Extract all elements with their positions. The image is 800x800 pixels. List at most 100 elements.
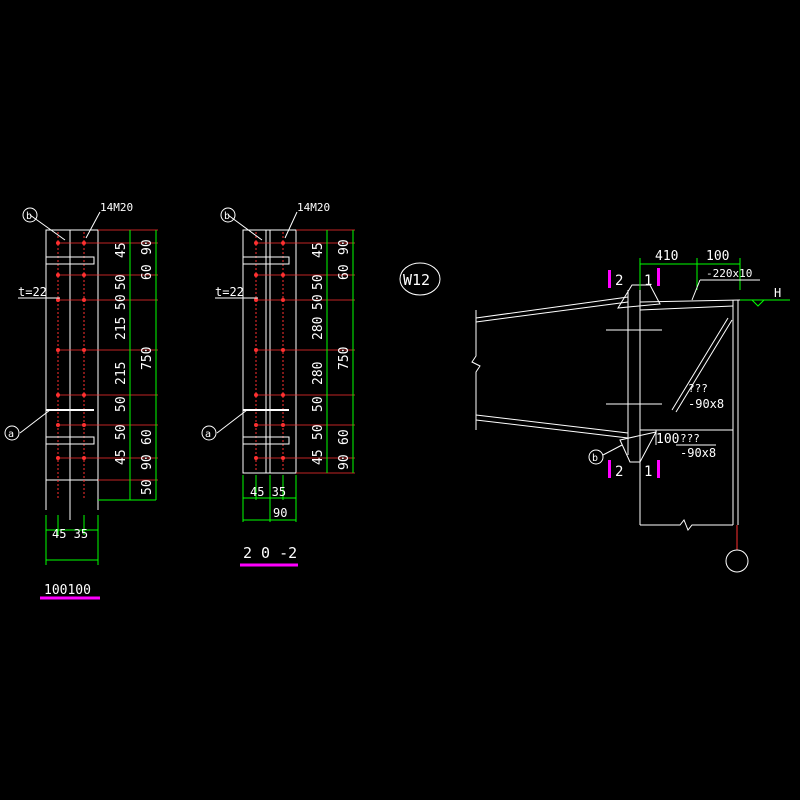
dim-inner-1: 50 xyxy=(114,274,129,290)
dim-outer-1: 60 xyxy=(337,264,352,280)
stiffener-spec: -90x8 xyxy=(688,397,724,411)
plate-bottom-weld xyxy=(619,431,657,463)
leader-b xyxy=(227,214,263,241)
bolt-group xyxy=(56,241,86,460)
inner-dims: 45 50 50 280 280 50 50 45 xyxy=(311,242,326,465)
section-label-2-top: 2 xyxy=(615,273,623,289)
dimension-lines xyxy=(45,230,157,565)
dim-inner-2: 50 xyxy=(114,294,129,310)
plate-thickness: t=22 xyxy=(215,285,244,299)
dim-inner-2: 50 xyxy=(311,294,326,310)
plate-top-weld xyxy=(617,284,661,309)
dim-inner-6: 50 xyxy=(311,424,326,440)
column-top-line-2 xyxy=(639,305,734,311)
callout-b-leader xyxy=(602,444,623,456)
section-mark-2-top xyxy=(608,270,611,288)
outer-dims: 90 60 750 60 90 50 xyxy=(140,239,155,495)
leader-b xyxy=(29,214,66,241)
flange-bottom xyxy=(242,436,290,445)
callout-b-label: b xyxy=(592,453,598,464)
axis-bubble xyxy=(725,549,749,573)
view-title: 2 0 -2 xyxy=(243,544,297,562)
inner-dims: 45 50 50 215 215 50 50 45 xyxy=(114,242,129,465)
section-label-1-bottom: 1 xyxy=(644,464,652,480)
callout-a-label: a xyxy=(8,429,14,440)
flange-bottom xyxy=(45,436,95,445)
end-plate-outline xyxy=(45,229,99,481)
stiffener-spec-2: -90x8 xyxy=(680,446,716,460)
plate-thickness: t=22 xyxy=(18,285,47,299)
dimension-lines xyxy=(242,230,354,522)
dim-inner-4: 280 xyxy=(311,362,326,385)
tag-ellipse xyxy=(399,262,441,296)
flange-top xyxy=(242,256,290,265)
section-markers xyxy=(608,268,660,478)
beam-bottom-flange-outer xyxy=(475,419,629,439)
beam-top-flange-inner xyxy=(475,301,629,323)
dim-outer-1: 60 xyxy=(140,264,155,280)
callout-b-circle xyxy=(220,207,236,223)
dim-inner-0: 45 xyxy=(311,242,326,258)
plate-top-spec: -220x10 xyxy=(706,267,752,280)
dim-outer-2: 750 xyxy=(337,347,352,370)
view-2-2: b a 14M20 t=22 45 50 50 280 280 50 50 45… xyxy=(201,201,355,567)
callout-b-circle xyxy=(588,449,604,465)
dim-inner-5: 50 xyxy=(114,396,129,412)
dim-bottom-2: 90 xyxy=(273,506,287,520)
dim-outer-2: 750 xyxy=(140,347,155,370)
flange-top xyxy=(45,256,95,265)
dim-top-left: 410 xyxy=(655,249,678,264)
leader-bolt xyxy=(85,211,101,239)
dim-top-right: 100 xyxy=(706,249,729,264)
stiffener-q2: ??? xyxy=(680,432,700,445)
view-title: 100100 xyxy=(44,583,91,598)
top-dimension-lines xyxy=(639,258,741,290)
dim-outer-0: 90 xyxy=(337,239,352,255)
diagonal-stiffener xyxy=(671,317,729,411)
beam-top-flange-outer xyxy=(475,296,629,319)
bolt-spec: 14M20 xyxy=(297,201,330,214)
section-label-1-top: 1 xyxy=(644,273,652,289)
callout-a-circle xyxy=(201,425,217,441)
dim-bottom: 45 35 xyxy=(250,485,286,499)
callout-b-circle xyxy=(22,207,38,223)
dim-inner-3: 280 xyxy=(311,317,326,340)
leader-bolt xyxy=(284,211,298,239)
stiffener-q: ??? xyxy=(688,382,708,395)
tag-label: W12 xyxy=(403,271,430,289)
dim-inner-4: 215 xyxy=(114,362,129,385)
dim-inner-0: 45 xyxy=(114,242,129,258)
callout-b-label: b xyxy=(26,211,32,222)
dim-outer-extra: 50 xyxy=(140,479,155,495)
bolt-row-lines xyxy=(58,229,158,481)
dim-inner-7: 45 xyxy=(114,449,129,465)
dim-outer-0: 90 xyxy=(140,239,155,255)
column-break xyxy=(640,519,733,531)
dim-mid: 100 xyxy=(656,432,679,447)
level-label: H xyxy=(774,286,781,300)
outer-dims: 90 60 750 60 90 xyxy=(337,239,352,470)
dim-inner-1: 50 xyxy=(311,274,326,290)
bolt-row-lines xyxy=(256,229,355,474)
callout-a-circle xyxy=(4,425,20,441)
view-elevation: W12 2 1 2 1 xyxy=(399,249,790,573)
bolt-spec: 14M20 xyxy=(100,201,133,214)
dim-inner-3: 215 xyxy=(114,317,129,340)
dim-inner-6: 50 xyxy=(114,424,129,440)
callout-b-label: b xyxy=(224,211,230,222)
leader-a xyxy=(216,409,248,434)
section-mark-1-bottom xyxy=(657,460,660,478)
dim-inner-7: 45 xyxy=(311,449,326,465)
column-top-line xyxy=(639,299,741,303)
callout-a-label: a xyxy=(205,429,211,440)
dim-inner-5: 50 xyxy=(311,396,326,412)
beam-bottom-flange-inner xyxy=(475,414,629,434)
plate-top-leader-2 xyxy=(691,279,701,301)
diagonal-stiffener-2 xyxy=(675,319,733,413)
break-line xyxy=(471,310,481,430)
dim-bottom: 45 35 xyxy=(52,527,88,541)
level-triangle xyxy=(750,299,766,307)
section-label-2-bottom: 2 xyxy=(615,464,623,480)
leader-a xyxy=(19,409,51,434)
section-mark-1-top xyxy=(657,268,660,286)
